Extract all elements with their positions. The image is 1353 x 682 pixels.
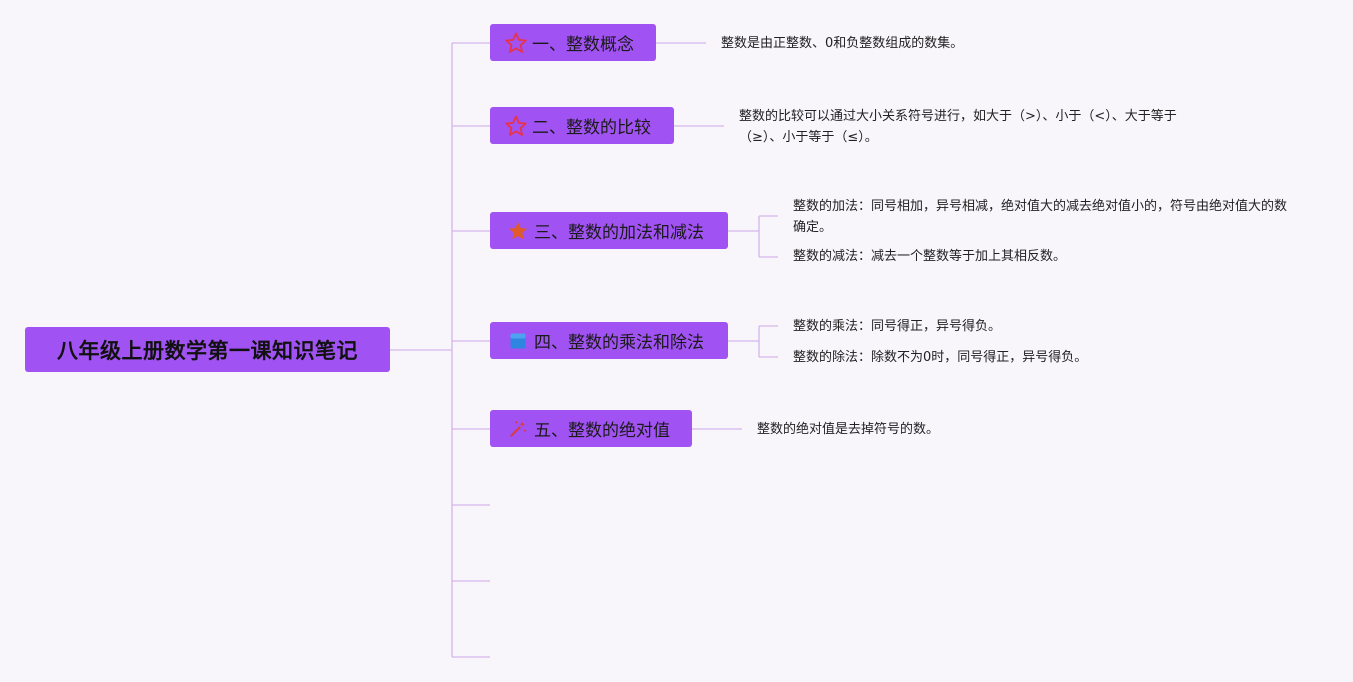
note-subtraction[interactable]: 整数的减法：减去一个整数等于加上其相反数。 (793, 246, 1066, 267)
note-multiplication[interactable]: 整数的乘法：同号得正，异号得负。 (793, 316, 1001, 337)
note-addition[interactable]: 整数的加法：同号相加，异号相减，绝对值大的减去绝对值小的，符号由绝对值大的数确定… (793, 196, 1293, 238)
magic-wand-icon (506, 417, 530, 441)
note-text: 整数的加法：同号相加，异号相减，绝对值大的减去绝对值小的，符号由绝对值大的数确定… (793, 199, 1288, 235)
note-text: 整数的减法：减去一个整数等于加上其相反数。 (793, 249, 1067, 264)
star-outline-icon (504, 114, 528, 138)
note-integer-comparison[interactable]: 整数的比较可以通过大小关系符号进行，如大于（>）、小于（<）、大于等于（≥）、小… (739, 106, 1219, 148)
topic-label: 五、整数的绝对值 (534, 421, 670, 441)
note-absolute-value[interactable]: 整数的绝对值是去掉符号的数。 (757, 419, 939, 440)
note-integer-concept[interactable]: 整数是由正整数、0和负整数组成的数集。 (721, 33, 963, 54)
note-text: 整数的比较可以通过大小关系符号进行，如大于（>）、小于（<）、大于等于（≥）、小… (739, 109, 1177, 145)
star-outline-icon (504, 31, 528, 55)
note-text: 整数是由正整数、0和负整数组成的数集。 (721, 36, 964, 51)
note-text: 整数的绝对值是去掉符号的数。 (757, 422, 940, 437)
topic-multiplication-division[interactable]: 四、整数的乘法和除法 (490, 322, 728, 359)
note-text: 整数的除法：除数不为0时，同号得正，异号得负。 (793, 350, 1088, 365)
root-topic[interactable]: 八年级上册数学第一课知识笔记 (25, 327, 390, 372)
topic-label: 二、整数的比较 (532, 118, 651, 138)
topic-absolute-value[interactable]: 五、整数的绝对值 (490, 410, 692, 447)
blue-square-icon (506, 329, 530, 353)
topic-label: 三、整数的加法和减法 (534, 223, 704, 243)
topic-label: 一、整数概念 (532, 35, 634, 55)
topic-label: 四、整数的乘法和除法 (534, 333, 704, 353)
topic-integer-comparison[interactable]: 二、整数的比较 (490, 107, 674, 144)
topic-integer-concept[interactable]: 一、整数概念 (490, 24, 656, 61)
note-text: 整数的乘法：同号得正，异号得负。 (793, 319, 1002, 334)
topic-addition-subtraction[interactable]: 三、整数的加法和减法 (490, 212, 728, 249)
star-filled-icon (506, 219, 530, 243)
note-division[interactable]: 整数的除法：除数不为0时，同号得正，异号得负。 (793, 347, 1087, 368)
root-topic-label: 八年级上册数学第一课知识笔记 (57, 338, 358, 363)
